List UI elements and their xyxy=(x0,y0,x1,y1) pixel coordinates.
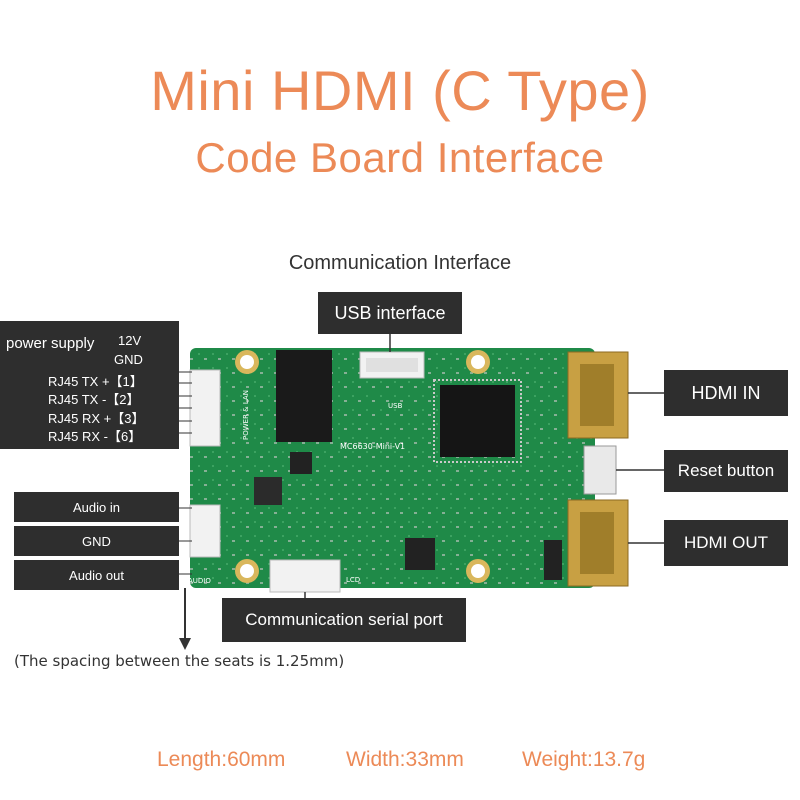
power-gnd-label: GND xyxy=(114,352,143,367)
page-subtitle: Code Board Interface xyxy=(195,134,605,181)
spec-weight: Weight:13.7g xyxy=(522,748,646,771)
power-lan-label-box: power supply 12V GND RJ45 TX +【1】 RJ45 T… xyxy=(0,321,179,449)
power-supply-label: power supply xyxy=(6,335,95,352)
communication-interface-heading: Communication Interface xyxy=(288,252,512,274)
main-chip xyxy=(440,385,515,457)
usb-interface-label: USB interface xyxy=(318,292,462,334)
silk-lcd: LCD xyxy=(346,576,360,584)
rj45-tx-minus-label: RJ45 TX -【2】 xyxy=(48,392,140,407)
audio-in-label: Audio in xyxy=(14,492,179,522)
hdmi-out-label: HDMI OUT xyxy=(664,520,788,566)
rj45-rx-minus-label: RJ45 RX -【6】 xyxy=(48,429,142,444)
rj45-rx-plus-label: RJ45 RX +【3】 xyxy=(48,411,145,426)
page-title: Mini HDMI (C Type) xyxy=(150,59,650,122)
audio-connector xyxy=(189,504,221,558)
hdmi-in-label: HDMI IN xyxy=(664,370,788,416)
silk-model: MC6630-Mini-V1 xyxy=(340,442,405,451)
spec-length: Length:60mm xyxy=(157,748,286,771)
lan-transformer xyxy=(276,350,332,442)
spacing-note: (The spacing between the seats is 1.25mm… xyxy=(14,652,345,670)
silk-power-lan: POWER & LAN xyxy=(242,390,250,440)
inductor xyxy=(254,477,282,505)
audio-out-label: Audio out xyxy=(14,560,179,590)
lcd-connector xyxy=(269,559,341,593)
mounting-holes xyxy=(235,350,490,583)
gnd-label: GND xyxy=(14,526,179,556)
power-12v-label: 12V xyxy=(118,333,142,348)
rj45-tx-plus-label: RJ45 TX +【1】 xyxy=(48,374,143,389)
spec-width: Width:33mm xyxy=(346,748,464,771)
power-lan-connector xyxy=(189,369,221,447)
reset-button-label: Reset button xyxy=(664,450,788,492)
silk-usb: USB xyxy=(388,402,403,410)
small-ic-2 xyxy=(405,538,435,570)
reset-button-part xyxy=(583,445,617,495)
small-ic xyxy=(290,452,312,474)
serial-port-label: Communication serial port xyxy=(222,598,466,642)
silk-audio: AUDIO xyxy=(188,577,211,585)
